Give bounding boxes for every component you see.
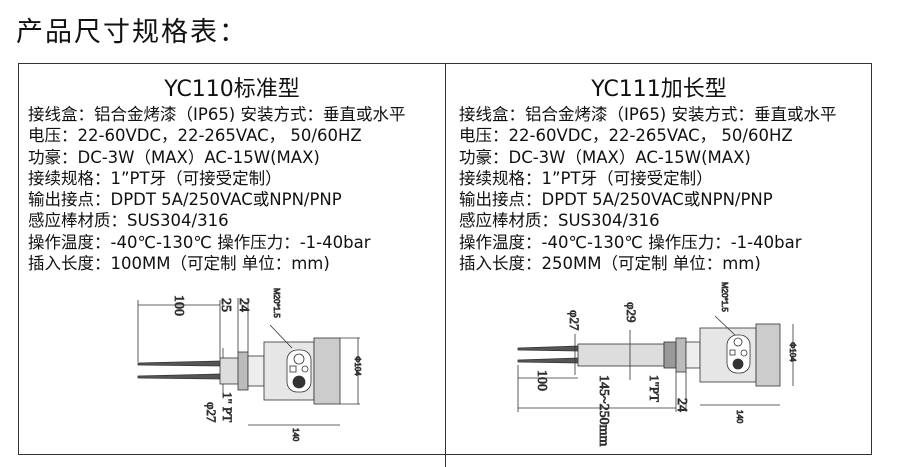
phi-27: φ27 (204, 402, 219, 423)
spec-line: 插入长度：100MM（可定制 单位：mm) (28, 254, 330, 274)
product-name: YC110标准型 (164, 77, 300, 102)
spec-list: 接线盒：铝合金烤漆（IP65) 安装方式：垂直或水平 电压：22-60VDC，2… (459, 104, 872, 274)
thread-label: M20*1.5 (720, 282, 729, 312)
spec-line: 操作温度：-40℃-130℃ 操作压力：-1-40bar (459, 232, 802, 252)
spec-line: 接续规格：1”PT牙（可接受定制） (28, 168, 282, 188)
length-140: 140 (735, 410, 744, 424)
row-divider (18, 454, 872, 455)
dim-24: 24 (674, 398, 689, 412)
spec-line: 感应棒材质：SUS304/316 (459, 211, 660, 231)
fork-tines (137, 360, 221, 380)
product-yc110: YC110标准型 接线盒：铝合金烤漆（IP65) 安装方式：垂直或水平 电压：2… (19, 64, 445, 274)
diameter-104: Φ104 (788, 342, 797, 362)
knob-icon (293, 353, 305, 365)
spec-line: 电压：22-60VDC，22-265VAC， 50/60HZ (28, 126, 362, 146)
spec-line: 操作温度：-40℃-130℃ 操作压力：-1-40bar (28, 232, 371, 252)
pt-thread: 1" PT (220, 392, 235, 422)
spec-line: 输出接点：DPDT 5A/250VAC或NPN/PNP (28, 190, 342, 210)
thread-label: M20*1.5 (272, 288, 281, 318)
page-title: 产品尺寸规格表： (16, 17, 248, 48)
dim-25: 25 (218, 298, 233, 312)
length-140: 140 (291, 428, 300, 442)
spec-line: 感应棒材质：SUS304/316 (28, 211, 229, 231)
product-name: YC111加长型 (591, 77, 727, 102)
dim-24: 24 (236, 298, 251, 312)
column-divider (445, 63, 446, 467)
phi-27: φ27 (567, 310, 582, 331)
indicator-icon (292, 375, 306, 389)
spec-line: 功豪：DC-3W（MAX）AC-15W(MAX) (459, 147, 751, 167)
dim-100: 100 (534, 370, 549, 391)
yc111-dimension-drawing: φ27 φ29 M20*1.5 Φ104 100 145~250mm 1"PT … (517, 282, 797, 447)
spec-line: 接续规格：1”PT牙（可接受定制） (459, 168, 713, 188)
pt-thread: 1"PT (647, 375, 662, 402)
yc110-dimension-drawing: 100 25 24 M20*1.5 Φ104 140 1" PT φ27 (137, 288, 362, 442)
product-yc111: YC111加长型 接线盒：铝合金烤漆（IP65) 安装方式：垂直或水平 电压：2… (446, 64, 872, 274)
spec-line: 接线盒：铝合金烤漆（IP65) 安装方式：垂直或水平 (459, 105, 837, 124)
dim-100: 100 (171, 295, 186, 316)
spec-line: 接线盒：铝合金烤漆（IP65) 安装方式：垂直或水平 (28, 105, 406, 124)
spec-line: 电压：22-60VDC，22-265VAC， 50/60HZ (459, 126, 793, 146)
spec-line: 输出接点：DPDT 5A/250VAC或NPN/PNP (459, 190, 773, 210)
diameter-104: Φ104 (353, 356, 362, 376)
phi-29: φ29 (624, 302, 639, 323)
spec-line: 功豪：DC-3W（MAX）AC-15W(MAX) (28, 147, 320, 167)
spec-list: 接线盒：铝合金烤漆（IP65) 安装方式：垂直或水平 电压：22-60VDC，2… (28, 104, 445, 274)
fork-tines (517, 345, 579, 352)
range-145-250: 145~250mm (596, 375, 611, 446)
led-icon (289, 365, 297, 373)
spec-line: 插入长度：250MM（可定制 单位：mm) (459, 254, 761, 274)
